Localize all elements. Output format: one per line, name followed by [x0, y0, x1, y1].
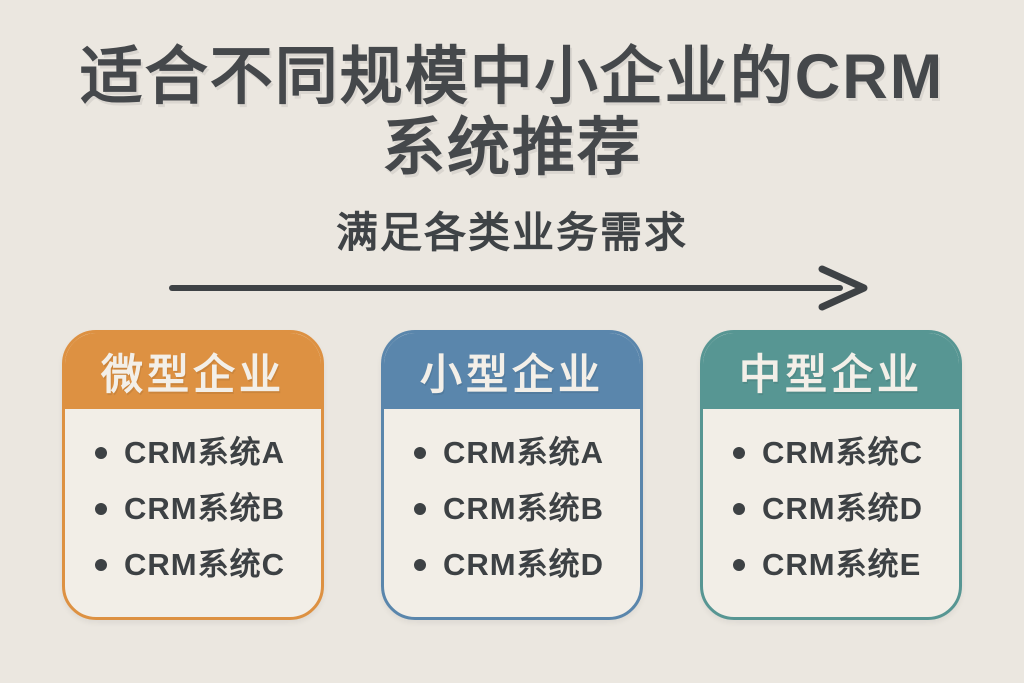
- list-item-label: CRM系统C: [124, 547, 285, 582]
- bullet-dot-icon: [95, 558, 107, 571]
- title-block: 适合不同规模中小企业的CRM 系统推荐 满足各类业务需求: [0, 0, 1024, 260]
- list-item: CRM系统C: [733, 437, 949, 468]
- bullet-dot-icon: [733, 558, 745, 571]
- card-header-medium-enterprise: 中型企业: [703, 333, 959, 409]
- list-item-label: CRM系统D: [762, 491, 923, 526]
- list-item: CRM系统A: [414, 437, 630, 468]
- card-body-small-enterprise: CRM系统A CRM系统B CRM系统D: [384, 409, 640, 617]
- list-item-label: CRM系统A: [443, 435, 604, 470]
- flow-right-arrow-icon: [168, 264, 880, 312]
- bullet-dot-icon: [733, 502, 745, 515]
- card-header-micro-enterprise: 微型企业: [65, 333, 321, 409]
- list-item: CRM系统D: [414, 549, 630, 580]
- list-item: CRM系统C: [95, 549, 311, 580]
- bullet-dot-icon: [414, 558, 426, 571]
- list-item-label: CRM系统B: [443, 491, 604, 526]
- card-small-enterprise: 小型企业 CRM系统A CRM系统B CRM系统D: [381, 330, 643, 620]
- bullet-dot-icon: [733, 446, 745, 459]
- bullet-dot-icon: [414, 446, 426, 459]
- card-header-small-enterprise: 小型企业: [384, 333, 640, 409]
- card-body-medium-enterprise: CRM系统C CRM系统D CRM系统E: [703, 409, 959, 617]
- list-item: CRM系统B: [414, 493, 630, 524]
- list-item-label: CRM系统A: [124, 435, 285, 470]
- category-cards-row: 微型企业 CRM系统A CRM系统B CRM系统C 小型企业: [62, 330, 962, 620]
- page-title-line-1: 适合不同规模中小企业的CRM: [79, 42, 945, 112]
- card-body-micro-enterprise: CRM系统A CRM系统B CRM系统C: [65, 409, 321, 617]
- list-item-label: CRM系统C: [762, 435, 923, 470]
- list-item: CRM系统E: [733, 549, 949, 580]
- bullet-dot-icon: [95, 446, 107, 459]
- list-item-label: CRM系统D: [443, 547, 604, 582]
- list-item: CRM系统D: [733, 493, 949, 524]
- list-item: CRM系统B: [95, 493, 311, 524]
- list-item-label: CRM系统E: [762, 547, 922, 582]
- page-title-line-2: 系统推荐: [382, 112, 642, 183]
- list-item: CRM系统A: [95, 437, 311, 468]
- bullet-dot-icon: [414, 502, 426, 515]
- card-micro-enterprise: 微型企业 CRM系统A CRM系统B CRM系统C: [62, 330, 324, 620]
- list-item-label: CRM系统B: [124, 491, 285, 526]
- page-subtitle: 满足各类业务需求: [335, 209, 688, 257]
- card-medium-enterprise: 中型企业 CRM系统C CRM系统D CRM系统E: [700, 330, 962, 620]
- bullet-dot-icon: [95, 502, 107, 515]
